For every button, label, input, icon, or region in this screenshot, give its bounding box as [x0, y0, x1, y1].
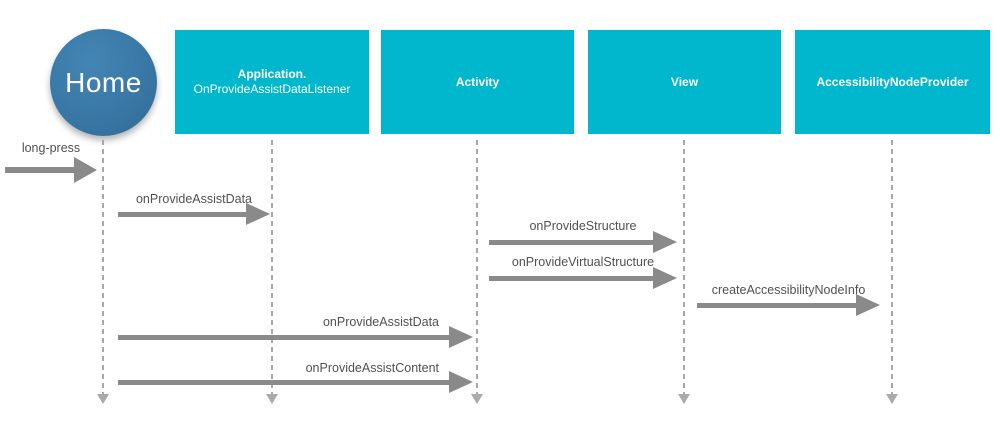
message-onprovideassistcontent: onProvideAssistContent	[118, 361, 473, 393]
lifeline-end-arrow-icon	[471, 394, 483, 404]
arrow-right-icon	[118, 326, 473, 348]
message-onprovidevirtualstructure: onProvideVirtualStructure	[489, 255, 677, 289]
lifeline-end-arrow-icon	[678, 394, 690, 404]
message-onprovideassistdata-to-activity: onProvideAssistData	[118, 315, 473, 348]
arrow-right-icon	[697, 294, 880, 316]
lifeline-activity	[476, 140, 478, 394]
message-label: onProvideVirtualStructure	[511, 255, 655, 269]
message-label: long-press	[21, 141, 81, 155]
message-onprovideassistdata-to-application: onProvideAssistData	[118, 192, 270, 225]
message-label: onProvideAssistData	[135, 192, 253, 206]
lifeline-end-arrow-icon	[886, 394, 898, 404]
participant-accessibilitynodeprovider-title: AccessibilityNodeProvider	[816, 74, 969, 89]
participant-view-box: View	[588, 30, 781, 134]
participant-application-subtitle: OnProvideAssistDataListener	[193, 82, 351, 96]
arrow-right-icon	[489, 267, 677, 289]
participant-application-box: Application. OnProvideAssistDataListener	[175, 30, 369, 134]
lifeline-end-arrow-icon	[97, 394, 109, 404]
arrow-right-icon	[118, 203, 270, 225]
arrow-right-icon	[118, 371, 473, 393]
actor-home-circle: Home	[50, 29, 157, 136]
message-label: onProvideStructure	[529, 219, 637, 233]
message-label: onProvideAssistContent	[305, 361, 439, 375]
lifeline-accessibilitynodeprovider	[891, 140, 893, 394]
arrow-right-icon	[5, 157, 97, 183]
arrow-right-icon	[489, 231, 677, 253]
message-label: onProvideAssistData	[322, 315, 439, 329]
message-onprovidestructure: onProvideStructure	[489, 219, 677, 253]
participant-application-title: Application.	[237, 67, 307, 81]
participant-accessibilitynodeprovider-box: AccessibilityNodeProvider	[795, 30, 990, 134]
participant-view-title: View	[670, 74, 699, 89]
lifeline-end-arrow-icon	[266, 394, 278, 404]
message-long-press: long-press	[5, 141, 97, 183]
lifeline-view	[683, 140, 685, 394]
lifeline-application	[271, 140, 273, 394]
participant-activity-box: Activity	[381, 30, 574, 134]
message-createaccessibilitynodeinfo: createAccessibilityNodeInfo	[697, 283, 880, 316]
participant-activity-title: Activity	[455, 74, 500, 89]
actor-home-label: Home	[65, 66, 142, 98]
lifeline-home	[102, 140, 104, 394]
message-label: createAccessibilityNodeInfo	[711, 283, 866, 297]
